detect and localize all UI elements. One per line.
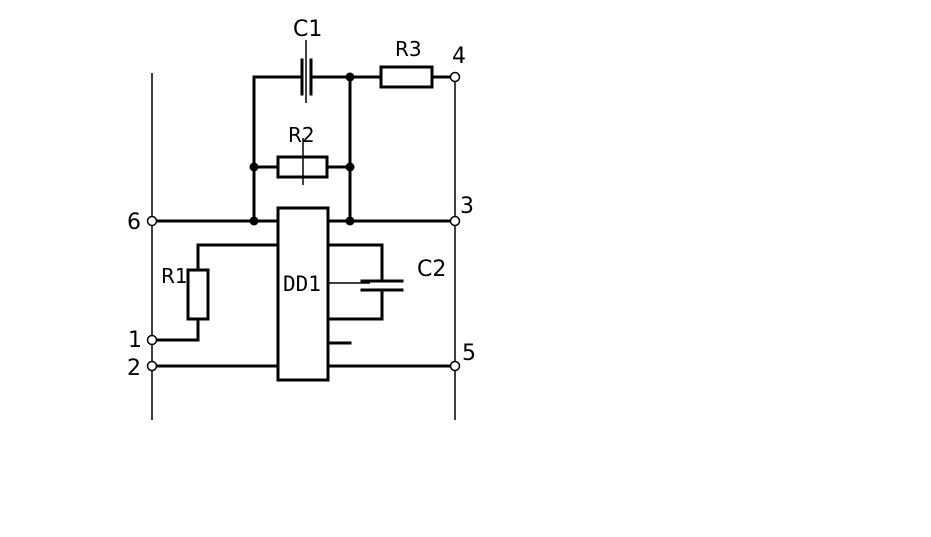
label-r1: R1	[161, 264, 188, 288]
label-terminal-4: 4	[452, 44, 466, 69]
terminal-1	[146, 334, 158, 346]
resistor-r3	[379, 65, 434, 89]
capacitor-c2	[360, 279, 404, 292]
label-terminal-6: 6	[127, 210, 141, 235]
label-terminal-1: 1	[128, 328, 142, 353]
label-terminal-3: 3	[460, 194, 474, 219]
label-c2: C2	[417, 257, 446, 282]
terminal-4	[449, 71, 461, 83]
label-terminal-2: 2	[127, 356, 141, 381]
capacitor-c1	[300, 58, 313, 96]
resistor-r1	[186, 268, 210, 321]
label-r2: R2	[288, 123, 315, 147]
chip-dd1	[276, 206, 330, 382]
terminal-6	[146, 215, 158, 227]
r1-wiring	[155, 243, 280, 342]
terminal-2	[146, 360, 158, 372]
label-dd1: DD1	[283, 272, 321, 296]
junction-dots	[249, 72, 355, 226]
label-c1: C1	[293, 17, 322, 42]
c2-wiring	[326, 243, 384, 321]
terminal-3	[449, 215, 461, 227]
label-r3: R3	[395, 37, 422, 61]
label-terminal-5: 5	[462, 341, 476, 366]
terminal-5	[449, 360, 461, 372]
